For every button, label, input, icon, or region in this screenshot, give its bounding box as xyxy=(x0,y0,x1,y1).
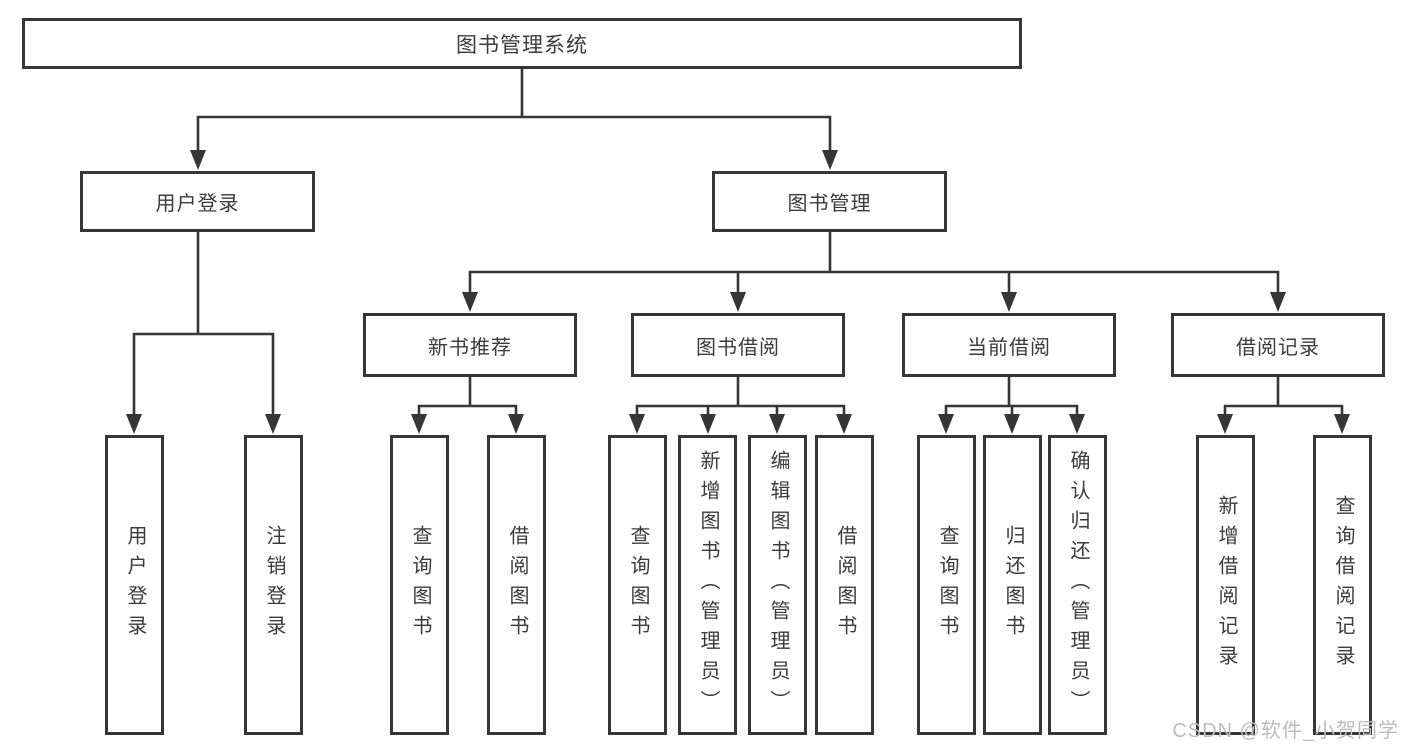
node-label: 借阅图书 xyxy=(506,525,528,645)
node-label: 查询借阅记录 xyxy=(1332,495,1354,675)
leaf-add-book-admin: 新增图书（管理员） xyxy=(678,435,737,735)
node-label: 新书推荐 xyxy=(428,336,512,359)
node-borrowing-records: 借阅记录 xyxy=(1171,313,1385,377)
node-label: 借阅图书 xyxy=(834,525,856,645)
leaf-borrow-books-2: 借阅图书 xyxy=(815,435,874,735)
node-label: 图书借阅 xyxy=(696,336,780,359)
node-label: 查询图书 xyxy=(627,525,649,645)
node-label: 借阅记录 xyxy=(1236,336,1320,359)
node-new-book-recommendation: 新书推荐 xyxy=(363,313,577,377)
node-label: 编辑图书（管理员） xyxy=(767,450,789,720)
leaf-edit-book-admin: 编辑图书（管理员） xyxy=(748,435,807,735)
node-label: 图书管理 xyxy=(787,193,872,215)
arrowheads xyxy=(126,150,1350,434)
node-label: 归还图书 xyxy=(1002,525,1024,645)
leaf-logout: 注销登录 xyxy=(244,435,303,735)
node-label: 查询图书 xyxy=(409,525,431,645)
leaf-confirm-return-admin: 确认归还（管理员） xyxy=(1048,435,1107,735)
node-label: 当前借阅 xyxy=(967,336,1051,359)
leaf-add-borrow-record: 新增借阅记录 xyxy=(1196,435,1255,735)
leaf-user-login: 用户登录 xyxy=(105,435,164,735)
node-current-borrowing: 当前借阅 xyxy=(902,313,1116,377)
node-label: 确认归还（管理员） xyxy=(1067,450,1089,720)
leaf-query-borrow-record: 查询借阅记录 xyxy=(1313,435,1372,735)
node-label: 新增图书（管理员） xyxy=(697,450,719,720)
node-label: 用户登录 xyxy=(124,525,146,645)
leaf-query-books-1: 查询图书 xyxy=(390,435,449,735)
node-label: 新增借阅记录 xyxy=(1215,495,1237,675)
node-book-management: 图书管理 xyxy=(712,171,947,232)
node-label: 注销登录 xyxy=(263,525,285,645)
leaf-borrow-books-1: 借阅图书 xyxy=(487,435,546,735)
leaf-query-books-3: 查询图书 xyxy=(917,435,976,735)
node-user-login: 用户登录 xyxy=(80,171,315,232)
watermark: CSDN @软件_小贺同学 xyxy=(1172,720,1399,742)
node-label: 查询图书 xyxy=(936,525,958,645)
leaf-return-books: 归还图书 xyxy=(983,435,1042,735)
leaf-query-books-2: 查询图书 xyxy=(608,435,667,735)
node-label: 图书管理系统 xyxy=(456,33,588,57)
node-book-management-system: 图书管理系统 xyxy=(22,18,1022,69)
node-label: 用户登录 xyxy=(155,193,240,215)
node-book-borrowing: 图书借阅 xyxy=(631,313,845,377)
